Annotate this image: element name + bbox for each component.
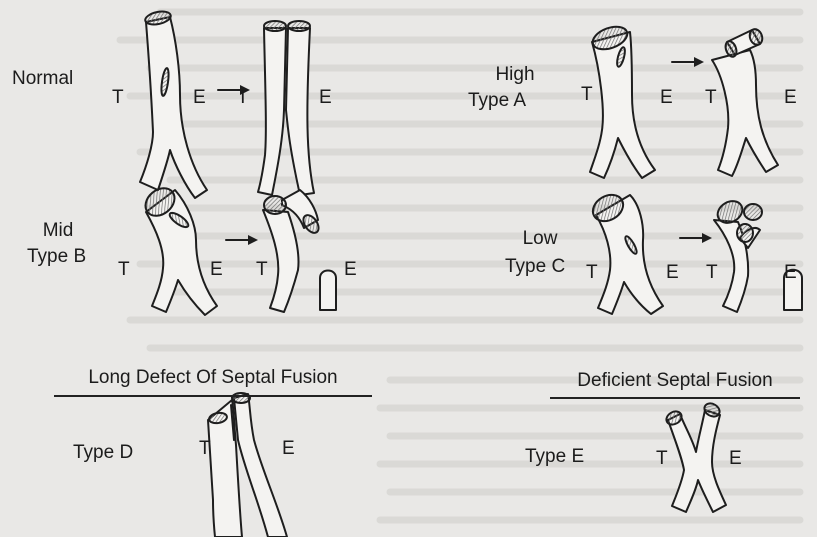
label-type-a: Type A [468, 90, 526, 112]
label-e-type-b-after: E [344, 259, 357, 281]
type-b-before-figure [140, 183, 217, 315]
type-e-figure [664, 401, 726, 512]
label-t-normal-before: T [112, 87, 124, 109]
label-mid: Mid [28, 220, 88, 242]
type-c-before-figure [588, 190, 663, 314]
heading-long-defect: Long Defect Of Septal Fusion [54, 367, 372, 389]
label-t-type-b-after: T [256, 259, 268, 281]
type-a-after-figure [712, 27, 778, 176]
label-e-type-c-after: E [784, 262, 797, 284]
label-e-type-c-before: E [666, 262, 679, 284]
type-b-arrow [226, 235, 258, 245]
label-e-type-a-before: E [660, 87, 673, 109]
label-e-normal-after: E [319, 87, 332, 109]
heading-long-defect-rule [54, 395, 372, 397]
label-high: High [480, 64, 550, 86]
type-a-arrow [672, 57, 704, 67]
label-t-type-a-before: T [581, 84, 593, 106]
label-type-e: Type E [525, 446, 584, 468]
label-e-type-d: E [282, 438, 295, 460]
heading-deficient-rule [550, 397, 800, 399]
type-c-arrow [680, 233, 712, 243]
label-t-type-a-after: T [705, 87, 717, 109]
label-type-c: Type C [505, 256, 565, 278]
label-t-type-b-before: T [118, 259, 130, 281]
label-e-type-b-before: E [210, 259, 223, 281]
label-type-d: Type D [73, 442, 133, 464]
type-b-after-figure [263, 190, 336, 312]
label-type-b: Type B [27, 246, 86, 268]
type-d-figure [208, 393, 287, 537]
label-e-normal-before: E [193, 87, 206, 109]
label-t-normal-after: T [237, 87, 249, 109]
normal-after-figure [258, 21, 314, 195]
heading-deficient: Deficient Septal Fusion [550, 370, 800, 392]
label-low: Low [510, 228, 570, 250]
label-e-type-a-after: E [784, 87, 797, 109]
type-a-before-figure [590, 22, 655, 178]
label-e-type-e: E [729, 448, 742, 470]
label-t-type-e: T [656, 448, 668, 470]
label-normal: Normal [12, 68, 73, 90]
label-t-type-c-after: T [706, 262, 718, 284]
label-t-type-d: T [199, 438, 211, 460]
label-t-type-c-before: T [586, 262, 598, 284]
type-c-after-figure [714, 197, 802, 312]
